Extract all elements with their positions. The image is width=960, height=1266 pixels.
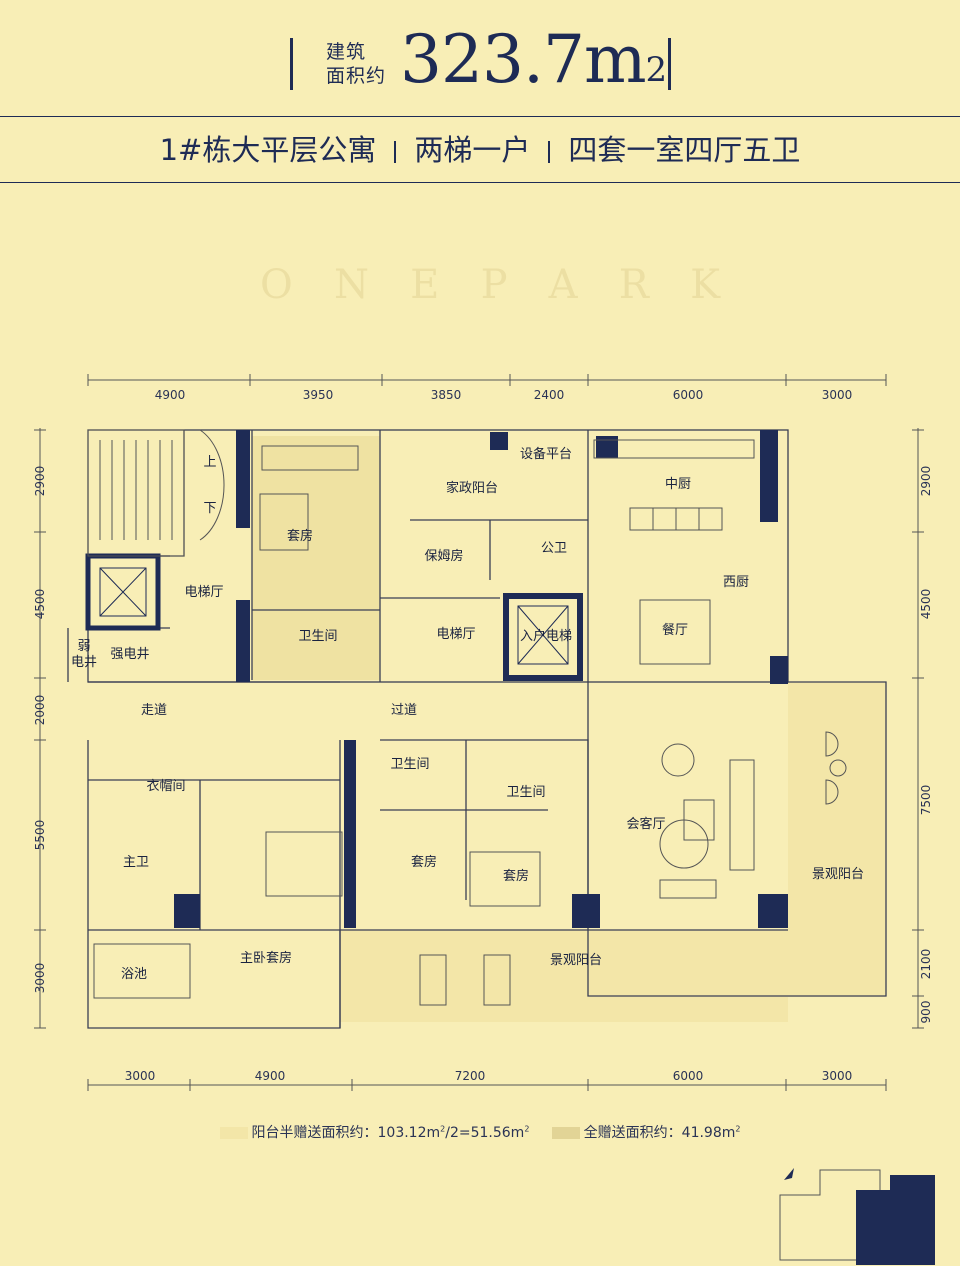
subtitle-layout: 四套一室四厅五卫 (568, 133, 801, 167)
full-area-text: 全赠送面积约：41.98m (583, 1125, 736, 1141)
subtitle: 1#栋大平层公寓 两梯一户 四套一室四厅五卫 (0, 128, 960, 172)
label-equipment-platform: 设备平台 (520, 446, 572, 462)
header-divider-bottom (0, 182, 960, 183)
label-master-bath: 主卫 (123, 855, 149, 870)
label-suite-mid-1: 套房 (411, 854, 437, 870)
area-label-line2: 面积约 (326, 65, 387, 87)
half-area-sup2: 2 (524, 1124, 530, 1134)
header-bar-right (668, 38, 671, 90)
dim-top-5: 6000 (673, 388, 704, 402)
label-walk-in-closet: 衣帽间 (146, 778, 185, 794)
half-area-text: 阳台半赠送面积约：103.12m (251, 1125, 441, 1141)
subtitle-building: 1#栋大平层公寓 (159, 133, 377, 167)
label-view-balcony-right: 景观阳台 (812, 867, 864, 882)
dim-right-2: 4500 (919, 589, 933, 620)
shaded-area-suite (252, 436, 380, 680)
label-master-suite: 主卧套房 (240, 950, 292, 966)
label-maid-room: 保姆房 (424, 548, 463, 564)
full-area-sup: 2 (735, 1124, 741, 1134)
dim-top-2: 3950 (303, 388, 334, 402)
label-bathtub: 浴池 (121, 967, 147, 982)
brand-letter: E (410, 262, 440, 308)
label-weak-shaft-2: 电井 (71, 655, 97, 670)
brand-letter: A (548, 262, 578, 308)
subtitle-elevator: 两梯一户 (414, 133, 531, 167)
dim-left-1: 2900 (33, 466, 47, 497)
label-stair-up: 上 (203, 455, 216, 470)
header-divider-top (0, 116, 960, 117)
dim-bottom-4: 6000 (673, 1069, 704, 1083)
balcony-chairs (825, 731, 847, 805)
kitchen-furniture (593, 439, 755, 665)
brand-letter: R (618, 262, 649, 308)
label-bath-mid-2: 卫生间 (506, 785, 545, 800)
dim-right-5: 900 (919, 1001, 933, 1024)
label-suite-top: 套房 (287, 528, 313, 544)
structural-columns (174, 430, 788, 928)
area-label: 建筑 面积约 (326, 40, 396, 88)
dim-left-2: 4500 (33, 589, 47, 620)
brand-letter: O (260, 262, 293, 308)
bedroom-furniture (93, 445, 541, 1006)
subtitle-separator (548, 141, 551, 163)
label-elevator-hall-mid: 电梯厅 (436, 627, 475, 642)
stairs (87, 429, 225, 557)
brand-letter: P (480, 262, 508, 308)
dim-top-6: 3000 (822, 388, 853, 402)
dim-bottom-3: 7200 (455, 1069, 486, 1083)
shaded-area-balcony-right (788, 682, 886, 997)
dimension-lines (34, 374, 924, 1091)
label-weak-shaft-1: 弱 (77, 639, 90, 654)
label-western-kitchen: 西厨 (723, 575, 749, 590)
dim-right-4: 2100 (919, 949, 933, 980)
dim-bottom-1: 3000 (125, 1069, 156, 1083)
area-value-number: 323.7m (400, 21, 647, 98)
full-area-swatch (551, 1127, 580, 1139)
half-area-sup: 2 (440, 1124, 446, 1134)
shaded-area-balcony-bottom (340, 930, 788, 1022)
location-minimap (779, 1168, 935, 1265)
area-label-line1: 建筑 (326, 41, 367, 63)
label-service-balcony: 家政阳台 (446, 480, 498, 496)
footer-area-summary: 阳台半赠送面积约：103.12m2/2=51.56m2 全赠送面积约：41.98… (0, 1122, 960, 1142)
dim-right-1: 2900 (919, 466, 933, 497)
living-furniture (659, 743, 755, 899)
label-elevator-hall-left: 电梯厅 (184, 585, 223, 600)
label-entry-elevator: 入户电梯 (520, 628, 572, 644)
label-public-wc: 公卫 (541, 541, 567, 556)
area-value: 323.7m2 (400, 20, 668, 100)
half-area-calc: /2=51.56m (445, 1125, 525, 1141)
subtitle-separator (394, 141, 397, 163)
dim-top-3: 3850 (431, 388, 462, 402)
label-passage: 过道 (391, 703, 417, 718)
label-suite-mid-2: 套房 (503, 868, 529, 884)
label-chinese-kitchen: 中厨 (665, 477, 691, 492)
label-stair-down: 下 (203, 501, 216, 516)
area-value-sup: 2 (645, 50, 668, 90)
half-area-swatch (219, 1127, 248, 1139)
dim-left-4: 5500 (33, 820, 47, 851)
brand-watermark: O N E P A R K (260, 262, 720, 308)
label-bath-mid-1: 卫生间 (390, 757, 429, 772)
label-corridor: 走道 (141, 703, 167, 718)
brand-letter: N (333, 262, 369, 308)
dim-left-5: 3000 (33, 963, 47, 994)
dim-left-3: 2000 (33, 695, 47, 726)
header-bar-left (290, 38, 293, 90)
dim-top-4: 2400 (534, 388, 565, 402)
brand-letter: K (690, 262, 720, 308)
label-bath-top: 卫生间 (298, 629, 337, 644)
dim-right-3: 7500 (919, 785, 933, 816)
dim-bottom-2: 4900 (255, 1069, 286, 1083)
label-view-balcony-bottom: 景观阳台 (550, 953, 602, 968)
label-strong-shaft: 强电井 (110, 647, 149, 662)
label-living-room: 会客厅 (626, 816, 665, 832)
label-dining: 餐厅 (662, 622, 688, 638)
dim-top-1: 4900 (155, 388, 186, 402)
dim-bottom-5: 3000 (822, 1069, 853, 1083)
